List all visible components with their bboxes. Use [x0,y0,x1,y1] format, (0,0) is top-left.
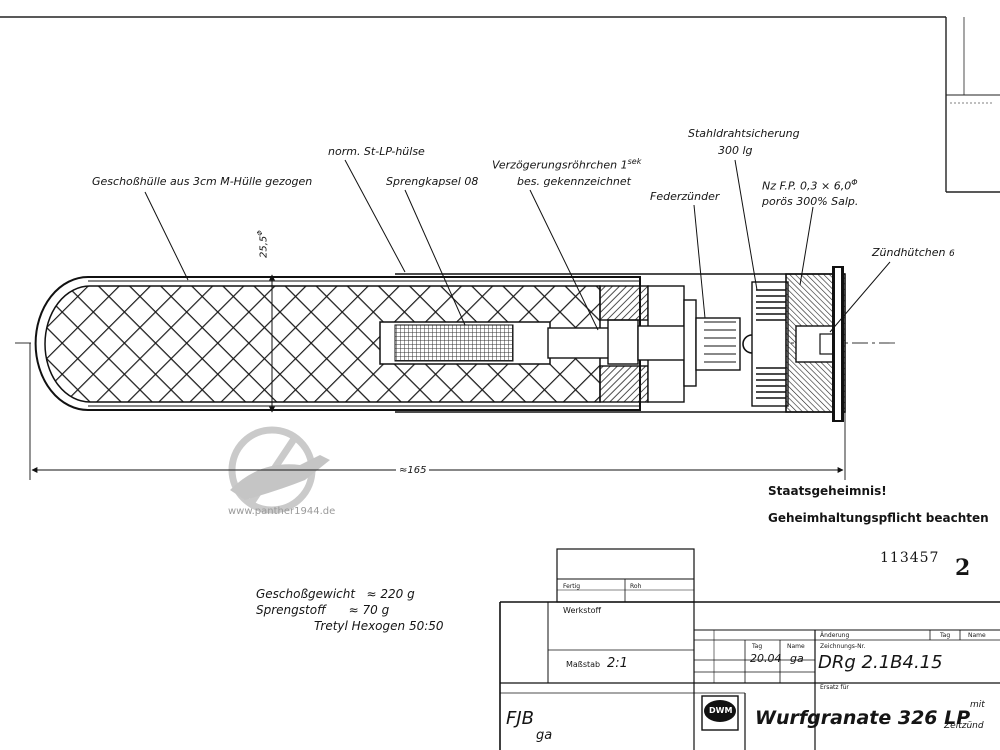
ersatz-label: Ersatz für [820,684,849,691]
aenderung-label: Änderung [820,632,850,639]
diameter-sup: Φ [256,230,264,236]
delay-label-sup: sek [627,157,642,166]
primer-label-text: Zündhütchen [872,246,946,259]
delay-label-line1: Verzögerungsröhrchen 1 [492,158,628,172]
nz-label-line1: Nz F.P. 0,3 × 6,0 [762,179,852,193]
drawing-number: DRg 2.1B4.15 [818,652,943,673]
drawing-id: 113457 [880,550,940,566]
length-dimension: ≈165 [396,465,430,476]
sheet-frame [0,16,1000,193]
nz-label: Nz F.P. 0,3 × 6,0Φ [762,178,858,193]
maker-stamp: FJB [506,708,535,729]
detonator-label: Sprengkapsel 08 [386,175,479,188]
watermark-logo [228,426,330,514]
leader-lines [144,159,891,333]
tag-small-label: Tag [752,643,763,650]
title-block-lines [499,548,1000,750]
delay-tube-label: Verzögerungsröhrchen 1sek [492,157,641,172]
part-title-text: Wurfgranate 326 LP [755,707,971,729]
sheet-number: 2 [955,555,971,581]
scale-value: 2:1 [607,656,628,671]
part-title-sub: Zeitzünd [944,721,984,731]
weight-line-2: Sprengstoff ≈ 70 g [256,603,390,617]
initials-value: ga [790,652,804,665]
date-value: 20.04 [750,652,782,665]
primer-label: Zündhütchen 6 [872,246,955,259]
watermark-text: www.panther1944.de [228,506,336,517]
roh-label: Roh [630,583,642,590]
name-small-label: Name [787,643,805,650]
primer-size: 6 [948,249,955,259]
weight-line-1: Geschoßgewicht ≈ 220 g [256,587,415,601]
fertig-label: Fertig [563,583,581,590]
secrecy-note: Geheimhaltungspflicht beachten [768,511,989,525]
diameter-dimension: 25,5Φ [256,230,269,258]
safety-wire-length: 300 lg [718,144,753,157]
delay-tube-label-2: bes. gekennzeichnet [517,175,631,188]
part-title: Wurfgranate 326 LP [755,707,970,729]
company-name: DWM [709,706,733,715]
fuze-label: Federzünder [650,190,720,203]
name-label: Name [968,632,986,639]
maker-initials: ga [536,728,553,743]
drawing-number-label: Zeichnungs-Nr. [820,643,866,650]
part-title-sup: mit [970,700,985,710]
safety-wire-label: Stahldrahtsicherung [688,127,800,140]
nz-label-sup: Φ [851,178,858,187]
tag-label: Tag [940,632,951,639]
dimensions [29,274,846,480]
scale-label: Maßstab [566,660,601,669]
diameter-value: 25,5 [258,235,270,258]
grenade-section [34,266,846,422]
nz-label-2: porös 300% Salp. [762,195,859,208]
material-label: Werkstoff [563,606,601,615]
secret-heading: Staatsgeheimnis! [768,484,887,498]
weight-line-3: Tretyl Hexogen 50:50 [314,619,444,633]
sleeve-label: norm. St-LP-hülse [328,145,425,158]
company-logo [701,695,739,731]
casing-label: Geschoßhülle aus 3cm M-Hülle gezogen [92,175,313,188]
